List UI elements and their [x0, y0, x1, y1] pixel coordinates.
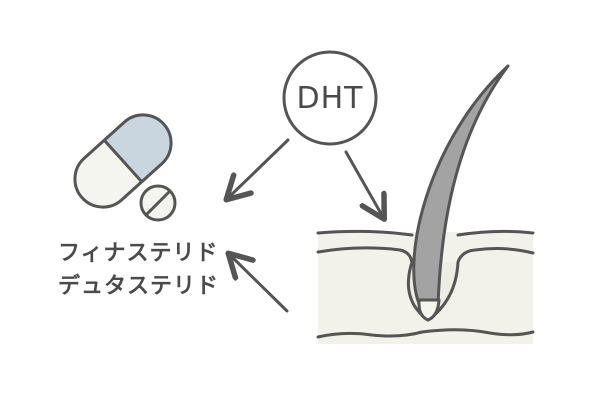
dht-circle — [282, 50, 378, 146]
hair-follicle — [406, 64, 510, 322]
tablet-icon — [139, 184, 177, 222]
arrow-follicle-to-drugs — [230, 255, 289, 313]
arrow-dht-to-drugs — [228, 138, 290, 198]
drug-label-dutasteride: デュタステリド — [58, 274, 220, 299]
arrow-dht-to-follicle — [344, 150, 383, 217]
capsule-icon — [73, 113, 173, 209]
drug-label-finasteride: フィナステリド — [58, 241, 219, 266]
dht-label: DHT — [296, 80, 364, 116]
